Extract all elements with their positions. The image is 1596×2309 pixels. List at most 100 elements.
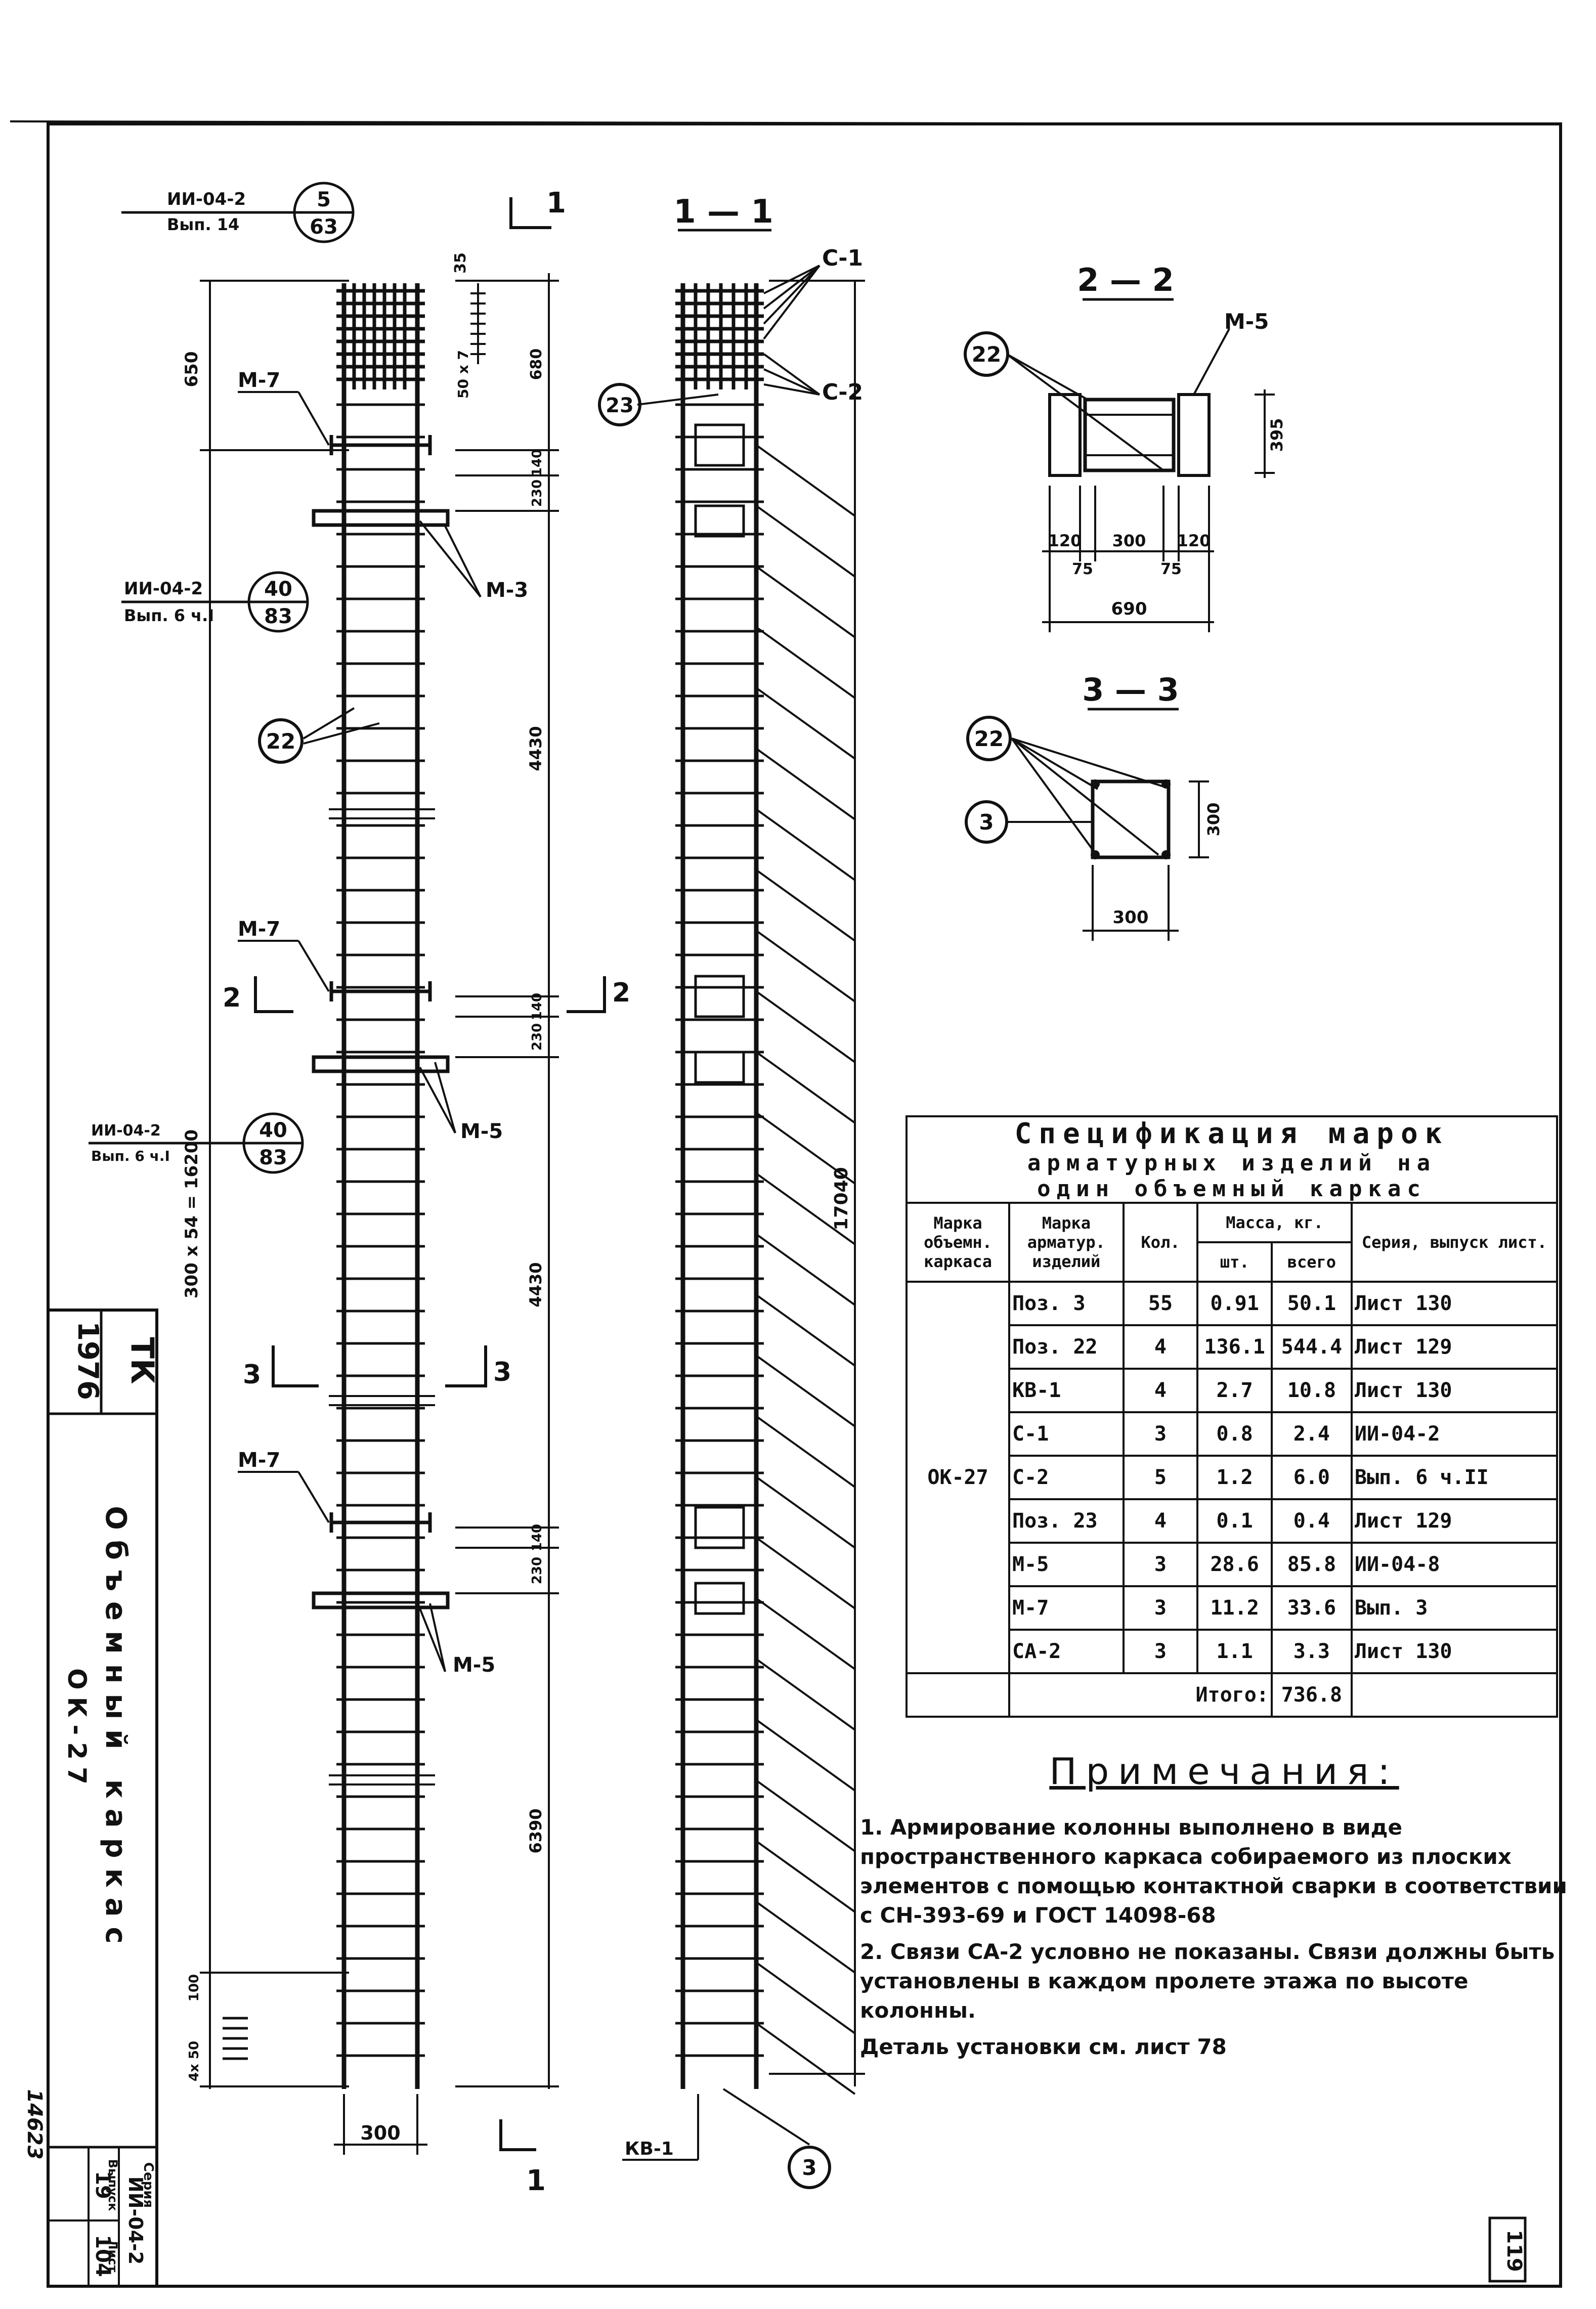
- stamp-title1: Объемный каркас: [99, 1506, 132, 1953]
- note-1: 1. Армирование колонны выполнено в виде …: [860, 1815, 1567, 1928]
- diagonal-tie: [755, 1476, 856, 1549]
- section-2-2: 2 — 2 22 М-5 395 120 300 120 75 75 690: [964, 262, 1286, 632]
- col-header-frame: Марка объемн. каркаса: [905, 1202, 1011, 1283]
- page-box: [1488, 2216, 1527, 2283]
- spec-cell-qty: 5: [1122, 1455, 1199, 1500]
- spec-cell-total: 2.4: [1270, 1411, 1353, 1457]
- spec-cell-qty: 4: [1122, 1498, 1199, 1544]
- dim-75a: 75: [1072, 560, 1093, 578]
- dim-300-2-2: 300: [1112, 531, 1146, 550]
- spec-total-value: 736.8: [1270, 1672, 1353, 1718]
- spec-cell-ref: Лист 130: [1350, 1368, 1559, 1413]
- note-2: 2. Связи СА-2 условно не показаны. Связи…: [860, 1939, 1555, 2023]
- dim-ticks-50x7: [470, 283, 486, 364]
- pos-22-main: 22: [266, 729, 295, 754]
- spec-cell-qty: 3: [1122, 1542, 1199, 1587]
- corner-bars-3-3: [1091, 779, 1171, 859]
- cut-marks: [254, 197, 606, 2151]
- diagonal-tie: [755, 444, 856, 517]
- stamp-vypusk-label: Выпуск: [106, 2159, 120, 2211]
- diagonal-tie: [755, 1415, 856, 1488]
- page-number: 119: [1502, 2230, 1526, 2272]
- stamp-series-label: Серия: [141, 2162, 156, 2208]
- cut-label-1-top: 1: [546, 187, 566, 220]
- label-c2: С-2: [822, 379, 863, 405]
- pos-23-label: 23: [606, 394, 634, 417]
- ref2-sheet: 83: [264, 605, 292, 628]
- notes-title: Примечания:: [1049, 1750, 1399, 1793]
- dim-75b: 75: [1160, 560, 1182, 578]
- diagonal-ties: [755, 444, 856, 2095]
- ref2-vyp: Вып. 6 ч.I: [124, 606, 214, 625]
- spec-cell-unit: 1.2: [1196, 1455, 1273, 1500]
- stamp-vypusk: 19: [91, 2171, 114, 2199]
- diagonal-tie: [755, 1112, 856, 1185]
- plate-left: [1048, 393, 1082, 477]
- spec-cell-ref: Лист 129: [1350, 1498, 1559, 1544]
- stirrups-section-1-1: [675, 403, 764, 2057]
- ref1-num: 5: [317, 188, 331, 211]
- ticks-left-bottom: [223, 2017, 248, 2060]
- label-m5-2-2: М-5: [1224, 309, 1269, 334]
- spec-cell-total: 3.3: [1270, 1629, 1353, 1674]
- note-3: Деталь установки см. лист 78: [860, 2034, 1227, 2059]
- spec-cell-ref: Вып. 6 ч.II: [1350, 1455, 1559, 1500]
- pos-3-circle-1-1: [788, 2146, 831, 2189]
- cut-label-3-left: 3: [243, 1360, 261, 1390]
- diagonal-tie: [755, 2022, 856, 2095]
- spec-cell-item: М-7: [1008, 1585, 1125, 1631]
- col-header-total: всего: [1270, 1241, 1353, 1283]
- diagonal-tie: [755, 687, 856, 760]
- leaders-1-1: [622, 265, 821, 2161]
- section-3-3: 3 — 3 22 3 300 300: [965, 671, 1223, 941]
- main-elevation: 650 300 x 54 = 16200 100 4x 50: [89, 182, 630, 2197]
- top-mesh: [336, 283, 425, 389]
- label-c1: С-1: [822, 245, 863, 271]
- spec-cell-unit: 0.1: [1196, 1498, 1273, 1544]
- section-2-2-title: 2 — 2: [1077, 262, 1174, 298]
- diagonal-tie: [755, 1355, 856, 1427]
- spec-cell-total: 6.0: [1270, 1455, 1353, 1500]
- spec-cell-qty: 4: [1122, 1324, 1199, 1370]
- ref2-code: ИИ-04-2: [124, 579, 203, 599]
- dim-690: 690: [1111, 599, 1147, 619]
- dim-4430-a: 4430: [526, 726, 545, 771]
- dim-4430-b: 4430: [526, 1262, 545, 1307]
- diagonal-tie: [755, 1294, 856, 1367]
- spec-cell-ref: Лист 129: [1350, 1324, 1559, 1370]
- ref1-vyp: Вып. 14: [167, 215, 239, 234]
- section-3-3-title: 3 — 3: [1082, 671, 1179, 708]
- pos-22-label-2-2: 22: [972, 342, 1001, 367]
- spec-table-block: Спецификация марок арматурных изделий на…: [905, 1115, 1559, 1722]
- diagonal-tie: [755, 1901, 856, 1974]
- dim-230-b: 230: [530, 1023, 545, 1051]
- col-header-item: Марка арматур. изделий: [1008, 1202, 1125, 1283]
- ref-bubbles: [89, 182, 355, 1174]
- label-m5-a: М-5: [460, 1120, 503, 1143]
- stamp-inv: 14623: [23, 2089, 46, 2159]
- leaders-3-3: [1007, 737, 1209, 941]
- cut-label-3-right: 3: [493, 1357, 511, 1387]
- ref3-sheet: 83: [259, 1146, 287, 1169]
- dim-140-b: 140: [530, 993, 545, 1020]
- diagonal-tie: [755, 1051, 856, 1124]
- frame-box-2-2: [1083, 398, 1176, 472]
- spec-total-label: Итого:: [1008, 1672, 1273, 1718]
- stirrups-main: [336, 403, 425, 2057]
- stamp-list-label: Лист: [106, 2240, 120, 2273]
- spec-cell-qty: 4: [1122, 1368, 1199, 1413]
- dim-left: [200, 280, 349, 2089]
- pos-22-circle-2-2: [964, 331, 1009, 377]
- spec-title-line1: Спецификация марок: [1014, 1117, 1449, 1150]
- spec-frame-mark: ОК-27: [905, 1281, 1011, 1674]
- pos-22-circle-3-3: [966, 716, 1012, 761]
- diagonal-tie: [755, 1172, 856, 1245]
- label-m3: М-3: [486, 579, 528, 602]
